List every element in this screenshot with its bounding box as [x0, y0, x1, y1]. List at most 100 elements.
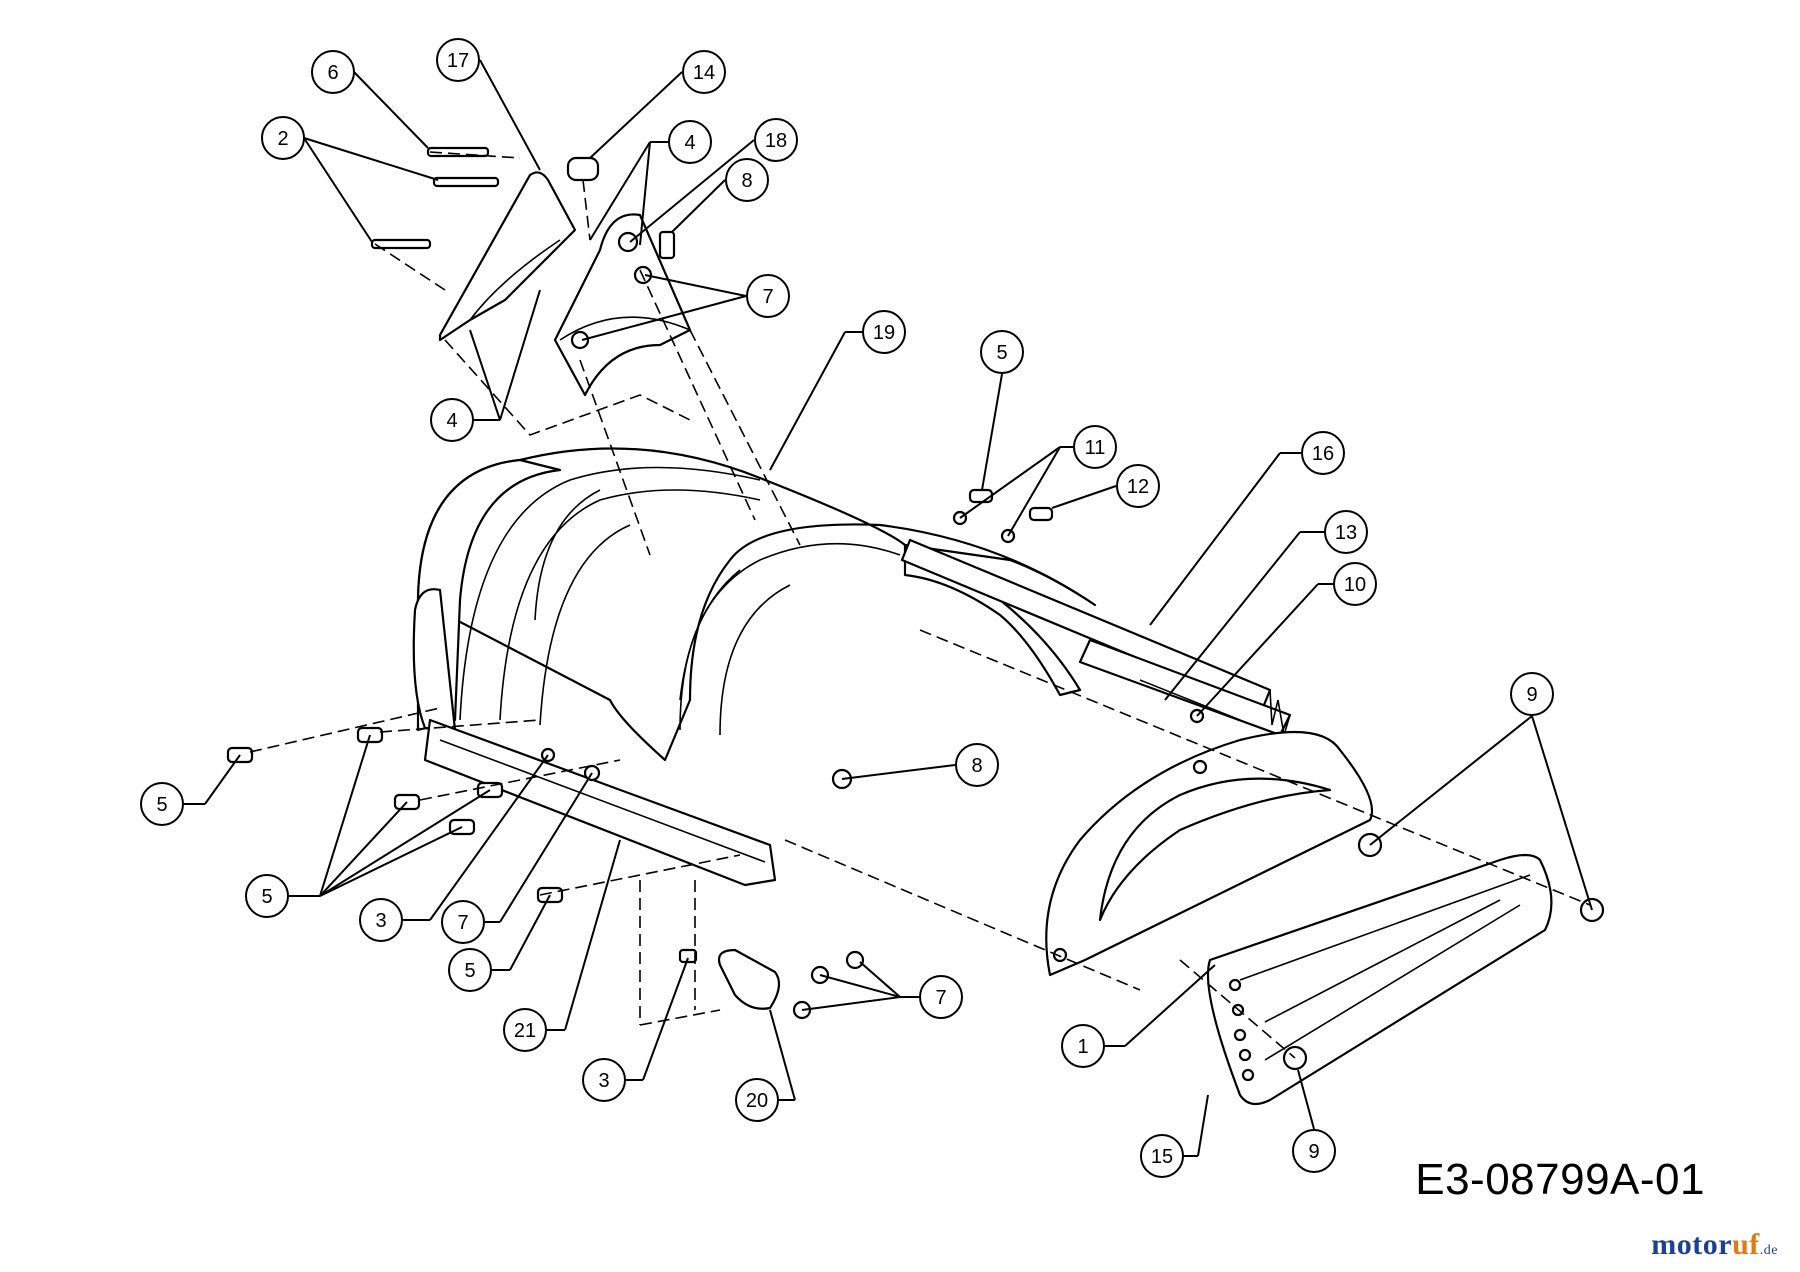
callout-circle	[980, 330, 1024, 374]
callout-6: 6	[311, 50, 429, 149]
leader-line	[1197, 1094, 1209, 1157]
callout-20: 20	[735, 1009, 796, 1122]
callout-circle	[862, 310, 906, 354]
callout-circle	[1116, 464, 1160, 508]
callout-circle	[1292, 1129, 1336, 1173]
callout-label: 11	[1085, 437, 1106, 459]
callout-5d: 5	[448, 894, 551, 992]
leader-line	[319, 734, 371, 897]
callout-circle	[261, 116, 305, 160]
leader-line	[1164, 531, 1301, 701]
callout-circle	[430, 398, 474, 442]
leader-line	[959, 446, 1061, 519]
callout-label: 5	[464, 960, 475, 982]
leader-line	[1007, 446, 1061, 537]
callout-label: 7	[935, 987, 946, 1009]
skid-rail	[423, 718, 777, 887]
callout-label: 20	[746, 1090, 768, 1112]
upper-screws	[370, 146, 676, 350]
callout-circle	[725, 158, 769, 202]
callout-label: 5	[996, 342, 1007, 364]
callout-circle	[682, 50, 726, 94]
callout-circle	[359, 898, 403, 942]
callout-circle	[436, 38, 480, 82]
callout-circle	[955, 743, 999, 787]
brand-logo[interactable]: motoruf.de	[1651, 1228, 1778, 1262]
callout-19: 19	[769, 310, 906, 471]
callout-label: 13	[1335, 522, 1357, 544]
leader-line	[1196, 583, 1319, 717]
callout-circle	[919, 975, 963, 1019]
leader-line	[1051, 485, 1117, 509]
callout-5b: 5	[140, 754, 241, 826]
callout-13: 13	[1164, 510, 1368, 701]
leader-line	[1531, 715, 1593, 911]
callout-label: 4	[446, 410, 457, 432]
leader-line	[564, 839, 621, 1031]
leader-line	[1297, 1069, 1315, 1130]
leader-line	[769, 1009, 796, 1101]
flap-assembly	[900, 538, 1292, 737]
assembly-lines	[249, 151, 1591, 1059]
callout-label: 1	[1077, 1036, 1088, 1058]
callout-label: 9	[1308, 1141, 1319, 1163]
lower-bracket	[678, 948, 865, 1020]
callout-circle	[1333, 562, 1377, 606]
leader-line	[1149, 452, 1281, 626]
callout-circle	[735, 1078, 779, 1122]
leader-line	[639, 141, 651, 246]
leader-line	[1124, 964, 1216, 1047]
callout-label: 3	[375, 910, 386, 932]
callout-circle	[140, 782, 184, 826]
callout-label: 3	[598, 1070, 609, 1092]
leader-line	[859, 961, 901, 998]
leader-line	[671, 179, 726, 233]
callout-5c: 5	[245, 734, 491, 918]
leader-line	[819, 974, 901, 998]
callout-21: 21	[503, 839, 621, 1052]
brand-suffix: .de	[1759, 1243, 1778, 1258]
callout-circle	[448, 948, 492, 992]
callout-4b: 4	[430, 289, 541, 442]
callout-circle	[441, 900, 485, 944]
callout-circle	[754, 118, 798, 162]
spacer-tube	[566, 156, 600, 182]
mounting-plate-right	[553, 213, 692, 397]
leader-line	[499, 289, 541, 421]
leader-line	[319, 801, 408, 897]
leader-line	[841, 764, 956, 780]
adjustment-plate	[1206, 853, 1553, 1106]
callout-label: 2	[277, 128, 288, 150]
parts-drawing	[226, 146, 1605, 1106]
callout-14: 14	[589, 50, 726, 159]
leader-line	[629, 139, 755, 243]
leader-line	[769, 331, 846, 471]
callout-15: 15	[1140, 1094, 1209, 1178]
callout-label: 7	[457, 912, 468, 934]
leader-line	[319, 826, 463, 897]
leader-line	[204, 754, 241, 805]
leader-line	[353, 71, 429, 149]
callout-circle	[1061, 1024, 1105, 1068]
callout-9a: 9	[1369, 672, 1593, 911]
callout-8b: 8	[841, 743, 999, 787]
leader-line	[303, 137, 439, 181]
callout-label: 21	[514, 1020, 536, 1042]
callout-circle	[503, 1008, 547, 1052]
side-guard	[1045, 730, 1374, 977]
callout-label: 6	[327, 62, 338, 84]
callout-9b: 9	[1292, 1069, 1336, 1173]
leader-line	[319, 789, 491, 897]
callout-circle	[1301, 431, 1345, 475]
callout-3a: 3	[359, 754, 549, 942]
callout-circle	[311, 50, 355, 94]
leader-line	[429, 754, 549, 921]
callout-11: 11	[959, 425, 1117, 537]
callout-circle	[668, 120, 712, 164]
callout-label: 12	[1127, 476, 1149, 498]
leader-line	[581, 295, 747, 341]
callout-18: 18	[629, 118, 798, 243]
leader-line	[479, 59, 541, 171]
callout-circle	[1324, 510, 1368, 554]
